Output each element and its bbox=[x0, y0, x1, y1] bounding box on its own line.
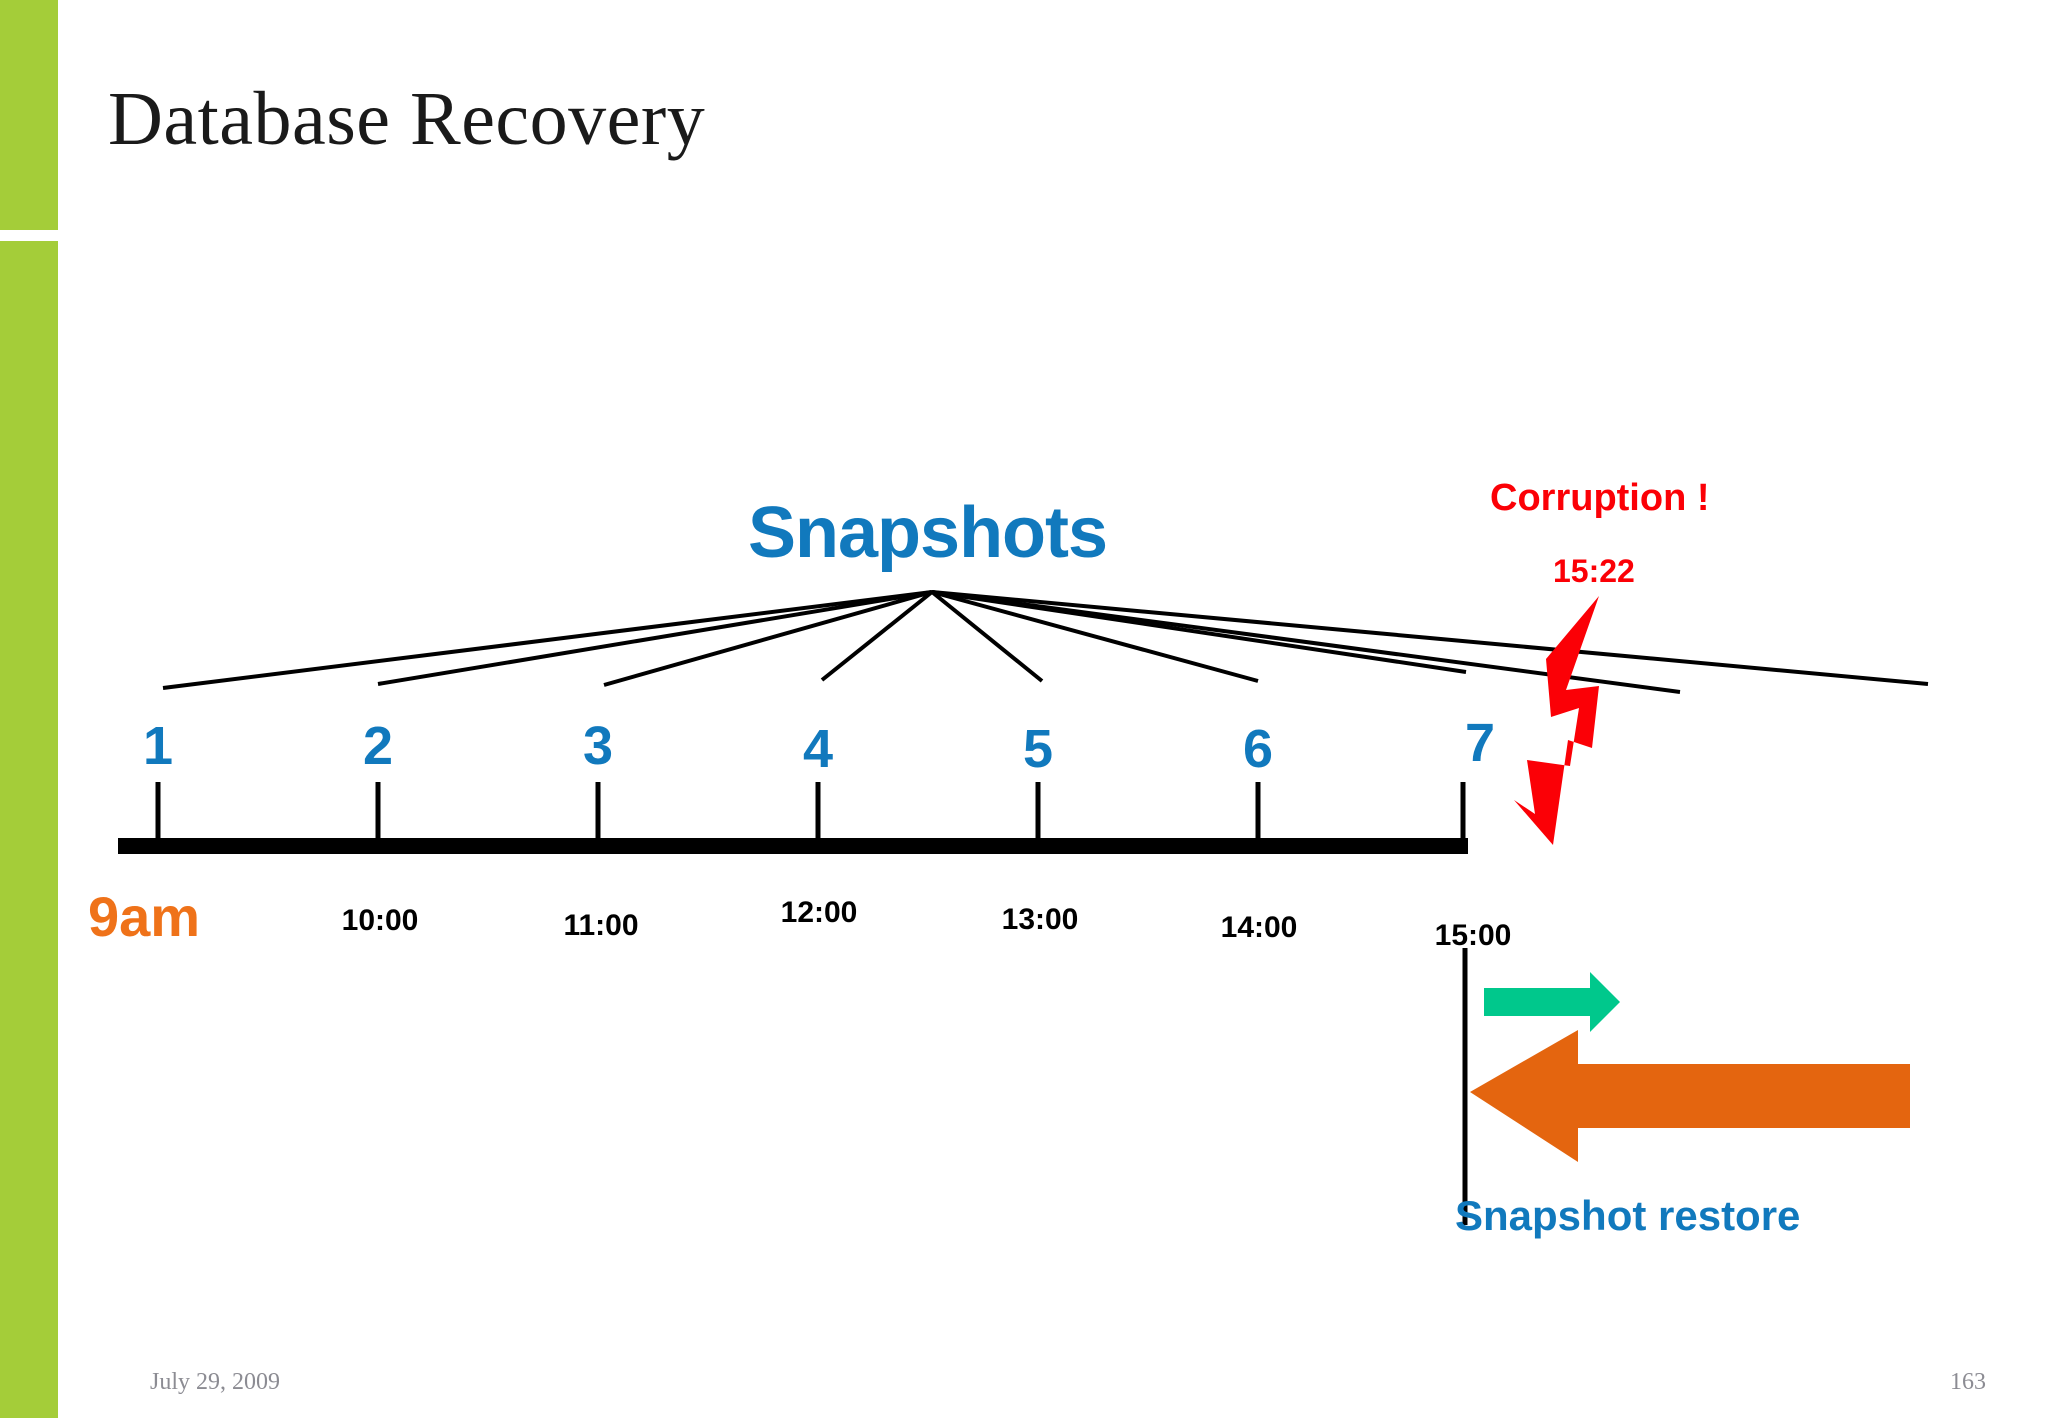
snapshot-number-6: 6 bbox=[1242, 719, 1274, 779]
timeline-ticks bbox=[155, 782, 1466, 845]
start-time-label: 9am bbox=[88, 885, 201, 948]
fan-line-3 bbox=[603, 590, 933, 687]
right-arrow-icon bbox=[1484, 972, 1620, 1032]
snapshot-number-5: 5 bbox=[1022, 719, 1054, 779]
time-label-13: 13:00 bbox=[1001, 903, 1079, 936]
timeline-axis bbox=[118, 838, 1468, 854]
accent-bar-top bbox=[0, 0, 58, 230]
fan-line-5 bbox=[930, 590, 1044, 683]
time-label-10: 10:00 bbox=[341, 904, 419, 937]
page-title: Database Recovery bbox=[108, 77, 706, 161]
snapshot-fan-lines bbox=[162, 590, 1929, 694]
fan-line-4 bbox=[820, 590, 934, 682]
fan-line-6 bbox=[931, 590, 1259, 683]
snapshot-number-3: 3 bbox=[582, 716, 614, 776]
time-label-12: 12:00 bbox=[780, 896, 858, 929]
left-arrow-icon bbox=[1470, 1030, 1910, 1162]
footer-date: July 29, 2009 bbox=[150, 1369, 281, 1395]
fan-line-2 bbox=[377, 590, 933, 686]
corruption-label: Corruption ! bbox=[1490, 477, 1710, 519]
fan-line-1 bbox=[162, 590, 933, 690]
corruption-time-label: 15:22 bbox=[1553, 553, 1635, 589]
snapshot-number-4: 4 bbox=[802, 719, 834, 779]
snapshots-label: Snapshots bbox=[748, 493, 1108, 573]
snapshot-number-1: 1 bbox=[142, 716, 174, 776]
snapshot-restore-label: Snapshot restore bbox=[1455, 1192, 1801, 1239]
time-label-11: 11:00 bbox=[563, 909, 639, 942]
footer-page-number: 163 bbox=[1950, 1369, 1986, 1395]
time-label-14: 14:00 bbox=[1220, 911, 1298, 944]
accent-bar-bottom bbox=[0, 241, 58, 1418]
time-label-15: 15:00 bbox=[1434, 919, 1512, 952]
lightning-bolt-icon bbox=[1514, 596, 1599, 845]
snapshot-number-2: 2 bbox=[362, 716, 394, 776]
fan-line-8 bbox=[931, 590, 1929, 686]
snapshot-number-7: 7 bbox=[1464, 713, 1496, 773]
